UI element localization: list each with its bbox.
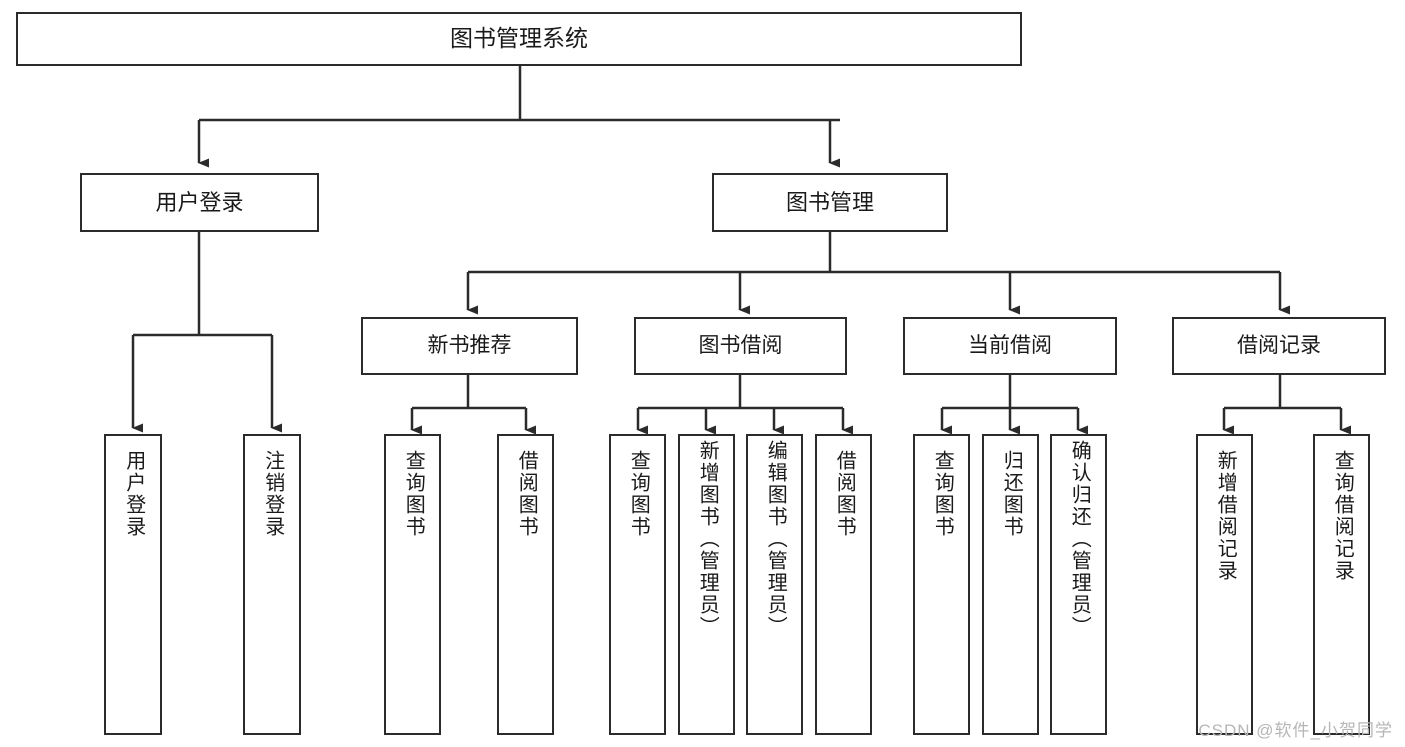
leaf-label: 新增借阅记录 — [1214, 450, 1237, 582]
leaf-label: 查询图书 — [627, 450, 650, 538]
leaf-label: 查询图书 — [402, 450, 425, 538]
leaf-label: 用户登录 — [122, 450, 145, 538]
leaf-label: 注销登录 — [261, 450, 284, 538]
leaf-borrow-record-add[interactable]: 新增借阅记录 — [1196, 434, 1253, 735]
leaf-label: 归还图书 — [1000, 450, 1023, 538]
leaf-current-borrow-query[interactable]: 查询图书 — [913, 434, 970, 735]
node-new-book-recommend[interactable]: 新书推荐 — [361, 317, 578, 375]
node-book-borrow-label: 图书借阅 — [698, 333, 783, 357]
node-user-login-label: 用户登录 — [155, 189, 244, 215]
leaf-user-login-logout[interactable]: 注销登录 — [243, 434, 301, 735]
node-book-borrow[interactable]: 图书借阅 — [634, 317, 847, 375]
leaf-label: 确认归还（管理员） — [1068, 440, 1091, 638]
leaf-book-borrow-query[interactable]: 查询图书 — [609, 434, 666, 735]
node-borrow-record-label: 借阅记录 — [1237, 333, 1321, 357]
node-user-login[interactable]: 用户登录 — [80, 173, 319, 232]
leaf-borrow-record-query[interactable]: 查询借阅记录 — [1313, 434, 1370, 735]
leaf-new-book-borrow[interactable]: 借阅图书 — [497, 434, 554, 735]
node-root[interactable]: 图书管理系统 — [16, 12, 1022, 66]
leaf-current-borrow-confirm-return[interactable]: 确认归还（管理员） — [1050, 434, 1107, 735]
leaf-user-login-login[interactable]: 用户登录 — [104, 434, 162, 735]
leaf-book-borrow-borrow[interactable]: 借阅图书 — [815, 434, 872, 735]
node-borrow-record[interactable]: 借阅记录 — [1172, 317, 1386, 375]
leaf-book-borrow-edit[interactable]: 编辑图书（管理员） — [746, 434, 803, 735]
node-current-borrow[interactable]: 当前借阅 — [903, 317, 1117, 375]
node-root-label: 图书管理系统 — [450, 25, 588, 52]
leaf-label: 新增图书（管理员） — [696, 440, 719, 638]
leaf-new-book-query[interactable]: 查询图书 — [384, 434, 441, 735]
node-current-borrow-label: 当前借阅 — [968, 333, 1052, 357]
watermark: CSDN @软件_小贺同学 — [1198, 721, 1393, 740]
node-book-manage[interactable]: 图书管理 — [712, 173, 948, 232]
leaf-label: 查询图书 — [931, 450, 954, 538]
node-new-book-recommend-label: 新书推荐 — [427, 333, 512, 357]
leaf-book-borrow-add[interactable]: 新增图书（管理员） — [678, 434, 735, 735]
leaf-label: 编辑图书（管理员） — [764, 440, 787, 638]
leaf-current-borrow-return[interactable]: 归还图书 — [982, 434, 1039, 735]
leaf-label: 借阅图书 — [515, 450, 538, 538]
leaf-label: 查询借阅记录 — [1331, 450, 1354, 582]
node-book-manage-label: 图书管理 — [785, 189, 874, 215]
leaf-label: 借阅图书 — [833, 450, 856, 538]
